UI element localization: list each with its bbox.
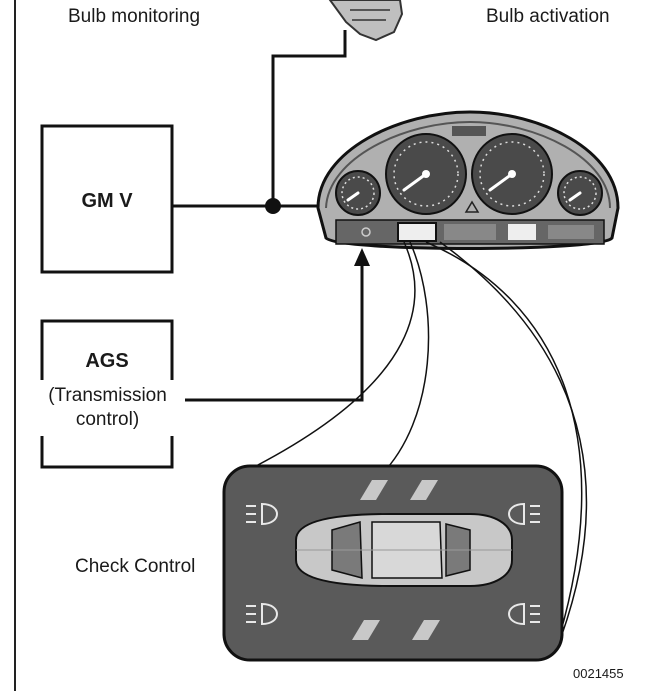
light-bulb-icon bbox=[246, 602, 278, 626]
instrument-cluster bbox=[316, 110, 620, 250]
check-control-label: Check Control bbox=[75, 556, 196, 577]
signal-lines bbox=[255, 241, 588, 649]
arrow-head bbox=[354, 248, 370, 266]
wire-up-to-connector bbox=[271, 30, 347, 206]
junction-dot bbox=[265, 198, 281, 214]
check-control-panel bbox=[222, 464, 564, 662]
wiring bbox=[172, 30, 364, 402]
light-bulb-icon bbox=[246, 502, 278, 526]
bulb-activation-label: Bulb activation bbox=[486, 6, 610, 27]
bulb-monitoring-label: Bulb monitoring bbox=[68, 6, 201, 27]
ags-subtitle-label: (Transmission control) bbox=[48, 385, 167, 430]
gm-module-label: GM V bbox=[81, 190, 133, 212]
connector-top bbox=[328, 0, 404, 42]
ags-label-mask bbox=[30, 380, 185, 436]
ags-module-label: AGS bbox=[85, 350, 129, 372]
light-bulb-icon bbox=[508, 602, 540, 626]
car-icon bbox=[295, 513, 513, 587]
figure-code: 0021455 bbox=[573, 666, 624, 681]
check-control-display bbox=[397, 222, 437, 242]
wire-ags-to-cluster bbox=[185, 262, 364, 402]
gm-module-box bbox=[40, 124, 174, 274]
light-bulb-icon bbox=[508, 502, 540, 526]
